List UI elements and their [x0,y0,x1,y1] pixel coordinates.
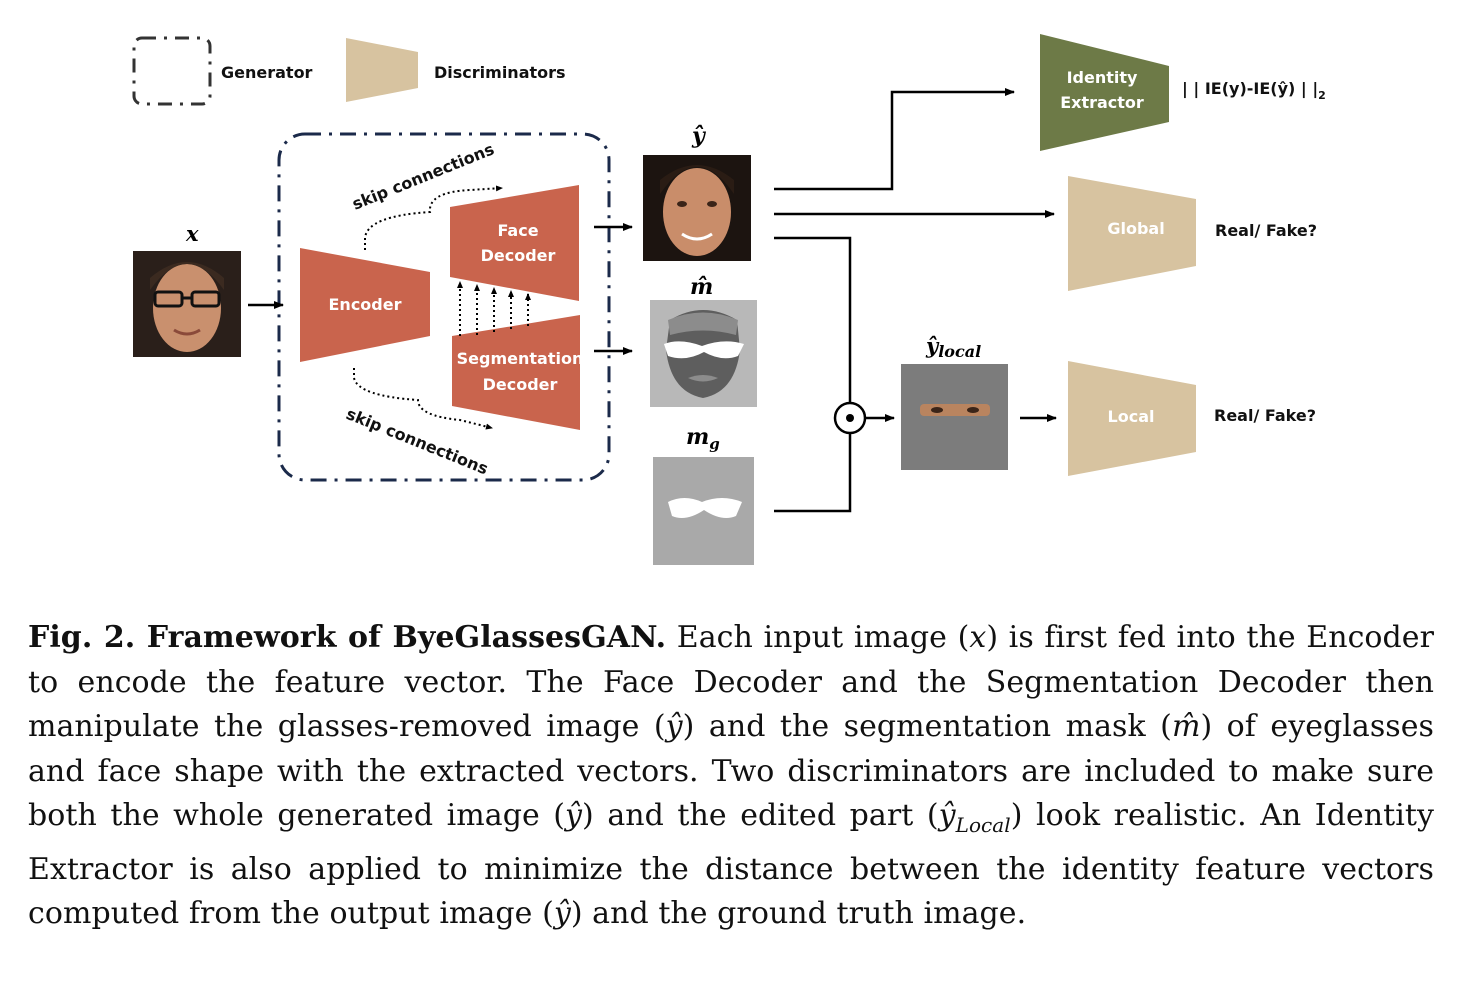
local-crop-image [901,364,1008,470]
caption-text-7: ) and the ground truth image. [570,896,1027,931]
caption-math-yhat-2: ŷ [565,798,583,833]
skip-connections-bottom-label: skip connections [344,404,491,478]
face-decoder-block [450,185,579,301]
identity-extractor-label-line2: Extractor [1060,93,1144,112]
global-discriminator-block [1068,176,1196,291]
segmentation-decoder-label-line2: Decoder [483,375,558,394]
generator-legend-swatch [132,36,212,106]
caption-text-2: ) is first fed into the Encoder to encod… [28,620,1434,744]
face-decoder-label-line2: Decoder [481,246,556,265]
discriminators-legend-swatch [346,38,418,102]
input-symbol: x [185,221,199,246]
encoder-block [300,248,430,362]
face-decoder-label-line1: Face [497,221,538,240]
local-discriminator-block [1068,361,1196,476]
glasses-mask-symbol: mg [686,424,720,453]
figure-caption: Fig. 2. Framework of ByeGlassesGAN. Each… [28,616,1434,937]
skip-connections-top-label: skip connections [349,139,496,213]
global-output-label: Real/ Fake? [1215,221,1317,240]
local-discriminator-label: Local [1108,407,1155,426]
segmentation-mask-symbol: m̂ [690,274,713,300]
decoder-feature-arrows [457,281,531,336]
caption-label: Fig. 2. Framework of ByeGlassesGAN. [28,620,667,655]
caption-text-5: ) and the edited part ( [582,798,939,833]
output-symbol: ŷ [691,123,707,149]
caption-math-ylocal: ŷLocal [938,798,1011,837]
segmentation-decoder-block [452,315,580,430]
segmentation-mask-image [650,300,757,407]
identity-extractor-block [1040,34,1169,151]
framework-diagram: Generator Discriminators x Encoder Face … [132,34,1326,565]
caption-text-1: Each input image ( [666,620,970,655]
local-crop-symbol: ŷlocal [925,333,981,361]
generator-legend-label: Generator [221,63,313,82]
identity-extractor-label-line1: Identity [1067,68,1138,87]
glasses-mask-image [653,457,754,565]
generator-boundary [277,132,611,482]
caption-math-mhat: m̂ [1171,709,1201,744]
caption-text-4: ) of eyeglasses and face shape with the … [28,709,1434,833]
identity-loss-label: | | IE(y)-IE(ŷ) | |2 [1182,79,1326,102]
output-connections [774,88,1057,513]
segmentation-decoder-label-line1: Segmentation [457,349,584,368]
caption-math-yhat-1: ŷ [665,709,683,744]
local-output-label: Real/ Fake? [1214,406,1316,425]
elementwise-product-dot [846,414,854,422]
discriminators-legend-label: Discriminators [434,63,566,82]
legend: Generator Discriminators [132,36,566,106]
caption-text-6: ) look realistic. An Identity Extractor … [28,798,1434,931]
caption-text-3: ) and the segmentation mask ( [682,709,1172,744]
output-face-image [643,155,751,261]
global-discriminator-label: Global [1107,219,1164,238]
encoder-label: Encoder [329,295,402,314]
input-face-image [133,251,241,357]
caption-math-x: x [969,620,987,655]
caption-math-ylocal-sub: Local [955,813,1011,837]
caption-math-yhat-3: ŷ [553,896,571,931]
